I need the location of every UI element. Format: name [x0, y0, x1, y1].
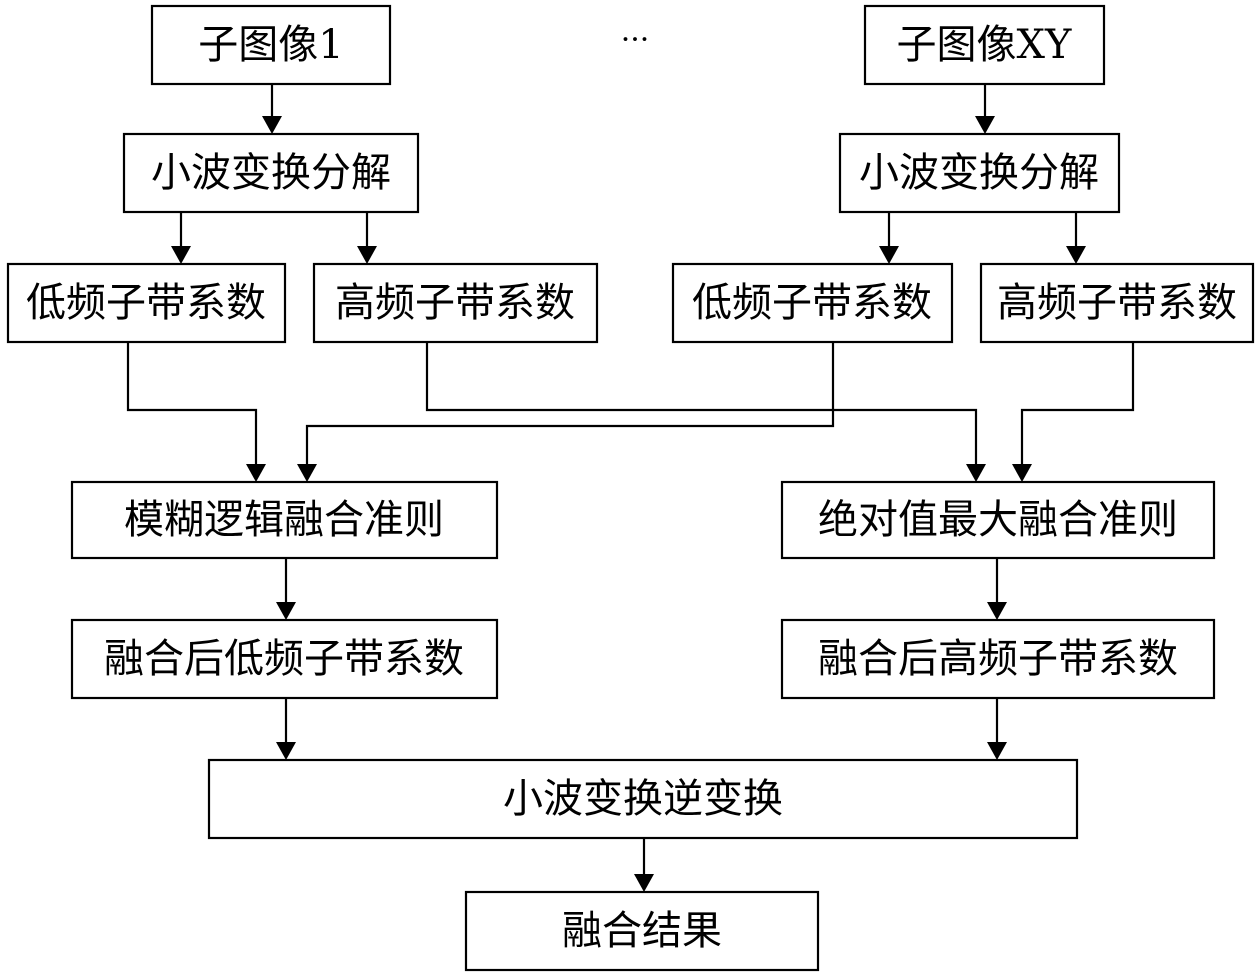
- wire-low-left-to-fuzzy: [126, 342, 258, 466]
- arrowhead: [276, 602, 296, 620]
- arrowhead: [634, 874, 654, 892]
- node-fused-high-coefficients: 融合后高频子带系数: [780, 618, 1216, 700]
- node-fused-low-coefficients: 融合后低频子带系数: [70, 618, 499, 700]
- arrowhead: [966, 464, 986, 482]
- arrowhead: [1012, 464, 1032, 482]
- node-wavelet-decomposition-right: 小波变换分解: [838, 132, 1121, 214]
- node-fusion-result: 融合结果: [464, 890, 820, 972]
- connectors: [126, 84, 1135, 892]
- node-high-coefficients-right: 高频子带系数: [979, 262, 1255, 344]
- node-label: 小波变换分解: [151, 150, 391, 196]
- node-inverse-wavelet-transform: 小波变换逆变换: [207, 758, 1079, 840]
- node-high-coefficients-left: 高频子带系数: [312, 262, 599, 344]
- wire-low-right-to-fuzzy: [305, 342, 835, 466]
- node-label: 小波变换逆变换: [503, 776, 783, 822]
- node-label: 模糊逻辑融合准则: [124, 497, 444, 543]
- arrowhead: [246, 464, 266, 482]
- node-low-coefficients-right: 低频子带系数: [671, 262, 954, 344]
- arrowhead: [987, 602, 1007, 620]
- arrowhead: [1066, 246, 1086, 264]
- node-label: 小波变换分解: [859, 150, 1099, 196]
- arrowhead: [357, 246, 377, 264]
- node-label: 高频子带系数: [997, 280, 1237, 326]
- node-label: 子图像1: [198, 22, 343, 68]
- node-sub-image-1: 子图像1: [150, 4, 392, 86]
- node-fuzzy-logic-fusion-rule: 模糊逻辑融合准则: [70, 480, 499, 560]
- node-label: 子图像XY: [897, 22, 1072, 68]
- node-sub-image-xy: 子图像XY: [863, 4, 1106, 86]
- wire-high-left-to-absmax: [425, 342, 978, 466]
- node-label: 低频子带系数: [26, 280, 266, 326]
- node-label: 融合后高频子带系数: [818, 636, 1178, 682]
- node-wavelet-decomposition-left: 小波变换分解: [122, 132, 420, 214]
- arrowhead: [276, 742, 296, 760]
- arrowhead: [171, 246, 191, 264]
- node-label: 低频子带系数: [692, 280, 932, 326]
- node-abs-max-fusion-rule: 绝对值最大融合准则: [780, 480, 1216, 560]
- node-low-coefficients-left: 低频子带系数: [6, 262, 287, 344]
- arrowhead: [987, 742, 1007, 760]
- arrowhead: [975, 116, 995, 134]
- node-label: 融合后低频子带系数: [104, 636, 464, 682]
- node-label: 融合结果: [562, 908, 722, 954]
- wire-high-right-to-absmax: [1020, 342, 1135, 466]
- node-label: 绝对值最大融合准则: [818, 497, 1178, 543]
- arrowhead: [879, 246, 899, 264]
- arrowhead: [297, 464, 317, 482]
- node-label: 高频子带系数: [335, 280, 575, 326]
- arrowhead: [262, 116, 282, 134]
- ellipsis: ···: [621, 23, 650, 58]
